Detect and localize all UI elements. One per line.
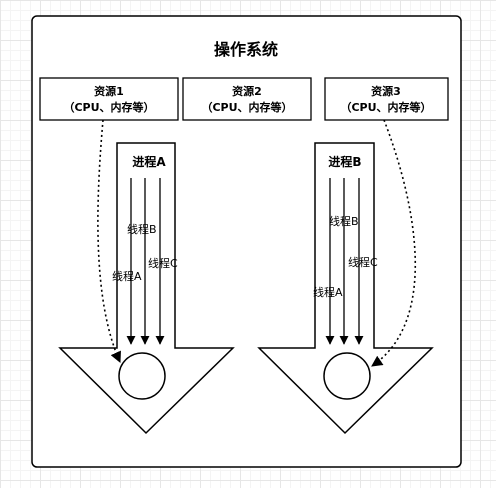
process-a-arrow: 进程A 线程B 线程C 线程A: [58, 142, 235, 435]
resource-1-name: 资源1: [94, 84, 124, 98]
process-b-arrow: 进程B 线程B 线程C 线程A: [257, 142, 434, 435]
os-title: 操作系统: [214, 40, 278, 59]
process-a-thread-c-label: 线程C: [148, 256, 178, 270]
resource-1-to-process-a-connector: [97, 119, 121, 364]
resource-2-detail: （CPU、内存等）: [201, 100, 292, 114]
resource-3-detail: （CPU、内存等）: [340, 100, 431, 114]
resource-box-3: 资源3 （CPU、内存等）: [324, 77, 449, 121]
process-b-resource-circle: [323, 352, 371, 400]
resource-2-name: 资源2: [232, 84, 262, 98]
process-a-thread-a-label: 线程A: [112, 269, 142, 283]
process-b-label: 进程B: [328, 154, 361, 169]
process-b-thread-a-label: 线程A: [313, 285, 343, 299]
resource-box-1: 资源1 （CPU、内存等）: [39, 77, 179, 121]
process-b-thread-c-label: 线程C: [348, 255, 378, 269]
resource-1-detail: （CPU、内存等）: [63, 100, 154, 114]
resource-3-name: 资源3: [371, 84, 401, 98]
resource-box-2: 资源2 （CPU、内存等）: [182, 77, 312, 121]
process-a-label: 进程A: [132, 154, 166, 169]
process-a-resource-circle: [118, 352, 166, 400]
process-b-thread-b-label: 线程B: [329, 214, 359, 228]
process-a-thread-b-label: 线程B: [127, 222, 157, 236]
